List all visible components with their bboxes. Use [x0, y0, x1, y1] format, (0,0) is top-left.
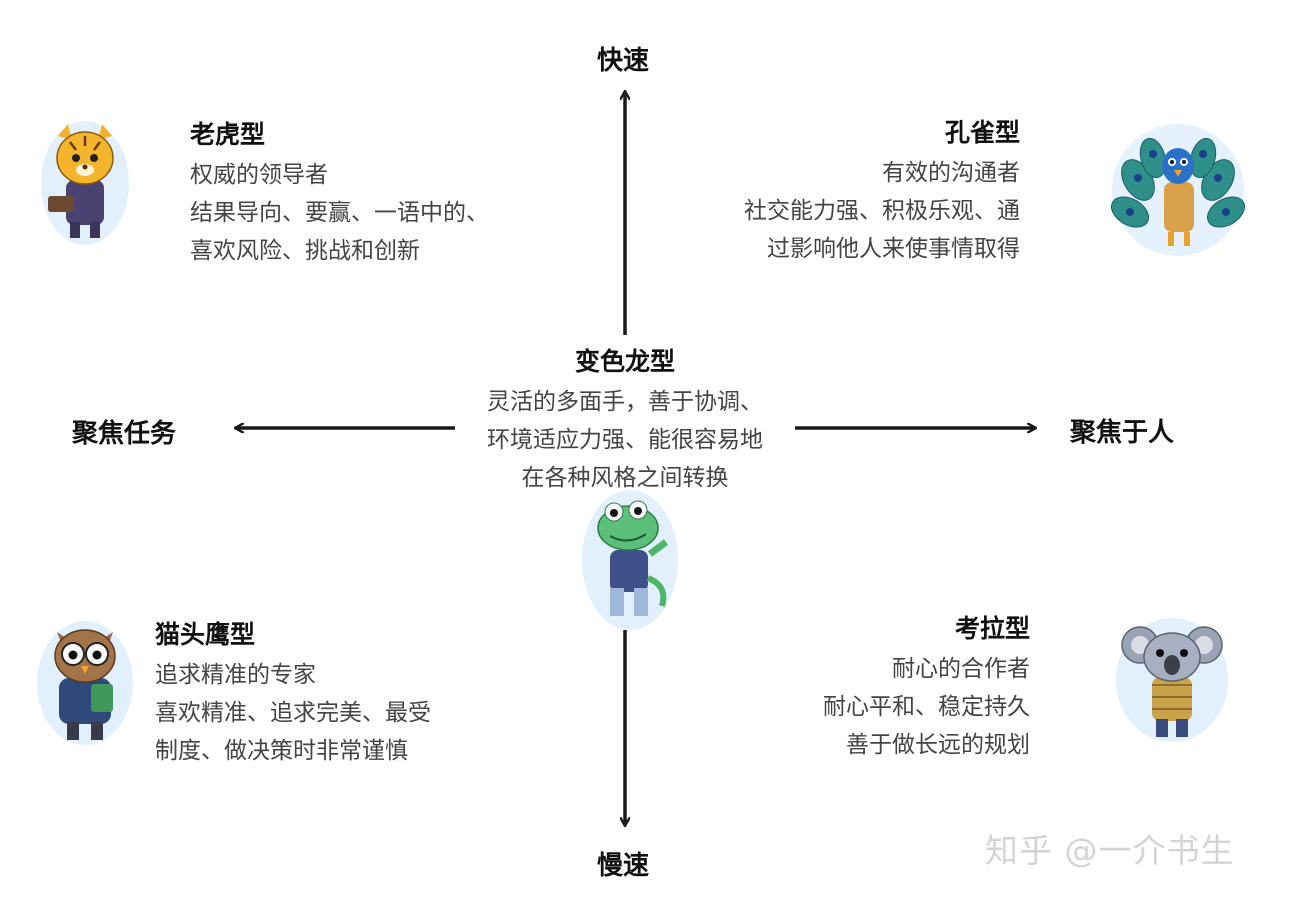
koala-type-title: 考拉型	[954, 614, 1030, 643]
koala-type-line: 善于做长远的规划	[846, 732, 1030, 758]
koala-type-line: 耐心平和、稳定持久	[823, 694, 1030, 720]
owl-type-block: 猫头鹰型 追求精准的专家 喜欢精准、追求完美、最受 制度、做决策时非常谨慎	[155, 618, 495, 770]
chameleon-type-title: 变色龙型	[574, 347, 675, 376]
axis-label-people-focus: 聚焦于人	[1070, 418, 1175, 448]
peacock-type-block: 孔雀型 有效的沟通者 社交能力强、积极乐观、通 过影响他人来使事情取得	[680, 116, 1020, 268]
tiger-mascot-icon	[41, 121, 129, 245]
owl-type-line: 喜欢精准、追求完美、最受	[155, 700, 431, 726]
koala-type-line: 耐心的合作者	[892, 656, 1030, 682]
chameleon-type-line: 在各种风格之间转换	[521, 465, 729, 491]
peacock-type-title: 孔雀型	[944, 118, 1020, 147]
chameleon-type-block: 变色龙型 灵活的多面手，善于协调、 环境适应力强、能很容易地 在各种风格之间转换	[460, 345, 790, 497]
owl-type-line: 追求精准的专家	[155, 662, 316, 688]
peacock-type-line: 社交能力强、积极乐观、通	[744, 198, 1020, 224]
axis-label-fast: 快速	[597, 46, 650, 76]
axis-label-slow: 慢速	[597, 851, 650, 881]
owl-mascot-icon	[37, 621, 133, 745]
tiger-type-line: 权威的领导者	[190, 162, 328, 188]
chameleon-type-line: 灵活的多面手，善于协调、	[487, 389, 763, 415]
owl-type-title: 猫头鹰型	[155, 620, 256, 649]
tiger-type-block: 老虎型 权威的领导者 结果导向、要赢、一语中的、 喜欢风险、挑战和创新	[190, 118, 530, 270]
tiger-type-line: 结果导向、要赢、一语中的、	[190, 200, 489, 226]
peacock-type-line: 有效的沟通者	[882, 160, 1020, 186]
chameleon-type-line: 环境适应力强、能很容易地	[487, 427, 763, 453]
koala-type-block: 考拉型 耐心的合作者 耐心平和、稳定持久 善于做长远的规划	[690, 612, 1030, 764]
axis-label-task-focus: 聚焦任务	[72, 419, 177, 449]
watermark-text: 知乎 @一介书生	[985, 831, 1235, 870]
tiger-type-line: 喜欢风险、挑战和创新	[190, 238, 420, 264]
tiger-type-title: 老虎型	[190, 120, 266, 149]
koala-mascot-icon	[1116, 618, 1228, 742]
chameleon-mascot-icon	[582, 490, 678, 630]
peacock-mascot-icon	[1111, 124, 1245, 256]
owl-type-line: 制度、做决策时非常谨慎	[155, 738, 408, 764]
peacock-type-line: 过影响他人来使事情取得	[767, 236, 1020, 262]
